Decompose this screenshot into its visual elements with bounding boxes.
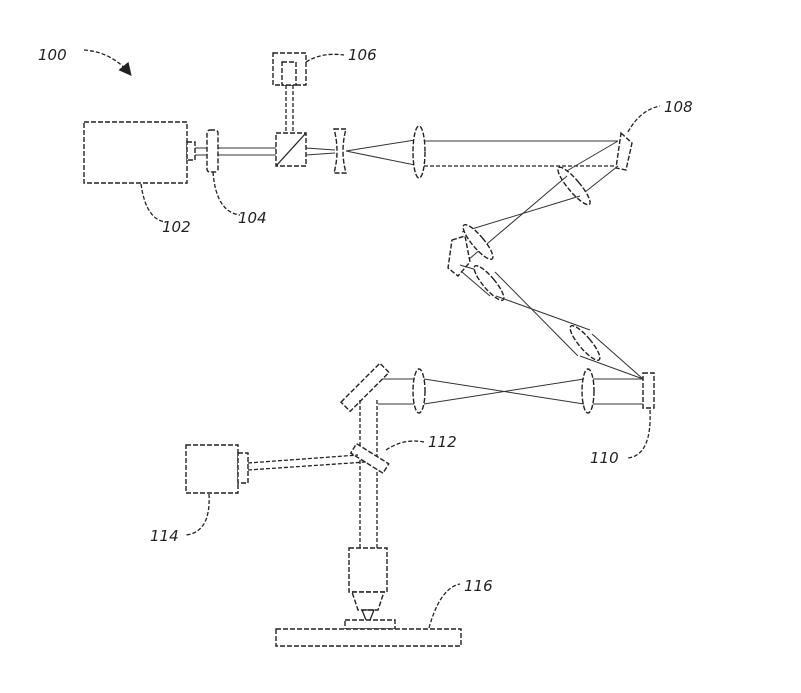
label-100: 100 <box>38 46 67 64</box>
convex-lens-lower-right <box>581 368 595 414</box>
leader-102 <box>140 183 167 223</box>
convex-lens-lower-left <box>412 368 426 414</box>
laser-aperture <box>186 141 196 161</box>
beam-splitter-112 <box>349 442 390 475</box>
beam-cube-to-concave <box>305 147 336 156</box>
beam-detector-to-cube <box>285 85 294 133</box>
beam-cross-lower <box>423 378 585 405</box>
label-114: 114 <box>150 527 179 545</box>
label-112: 112 <box>428 433 457 451</box>
sample <box>344 619 396 630</box>
detector-106 <box>272 52 307 86</box>
beam-splitter-cube <box>275 132 307 167</box>
fold-mirror <box>339 362 391 413</box>
beam-vertical <box>359 400 378 548</box>
beam-expanding <box>345 139 416 166</box>
optical-plate-104 <box>206 129 219 173</box>
label-108: 108 <box>664 98 693 116</box>
leader-114 <box>185 493 210 536</box>
laser-source <box>83 121 196 184</box>
label-102: 102 <box>162 218 191 236</box>
convex-lens-diag-3 <box>473 265 505 301</box>
system-arrow <box>83 49 132 77</box>
prism-middle <box>447 235 471 277</box>
convex-lens-diag-1 <box>557 166 591 206</box>
beam-prism108-to-lens <box>564 140 619 197</box>
leader-104 <box>212 171 241 216</box>
convex-lens-diag-4 <box>569 325 601 361</box>
objective-lens <box>348 547 388 627</box>
camera-114 <box>185 444 249 494</box>
beam-cross-2 <box>494 271 591 357</box>
convex-lens-top <box>412 125 426 179</box>
leader-108 <box>627 105 661 133</box>
label-116: 116 <box>464 577 493 595</box>
leader-116 <box>428 583 461 629</box>
leader-112 <box>385 440 425 451</box>
label-106: 106 <box>348 46 377 64</box>
label-104: 104 <box>238 209 267 227</box>
beam-splitter-to-camera <box>247 454 367 471</box>
convex-lens-diag-2 <box>462 224 494 260</box>
beam-collimated-top <box>424 140 618 167</box>
concave-lens <box>333 128 347 174</box>
prism-108 <box>615 131 633 171</box>
mirror-110 <box>642 372 655 409</box>
label-110: 110 <box>590 449 619 467</box>
system-label-group: 100 <box>38 46 132 77</box>
leader-110 <box>627 409 651 459</box>
leader-106 <box>305 53 345 63</box>
beam-mirror110-to-lens <box>590 378 643 405</box>
beam-lens4-to-mirror110 <box>579 333 644 380</box>
stage-116 <box>275 628 462 647</box>
laser-body <box>83 121 188 184</box>
